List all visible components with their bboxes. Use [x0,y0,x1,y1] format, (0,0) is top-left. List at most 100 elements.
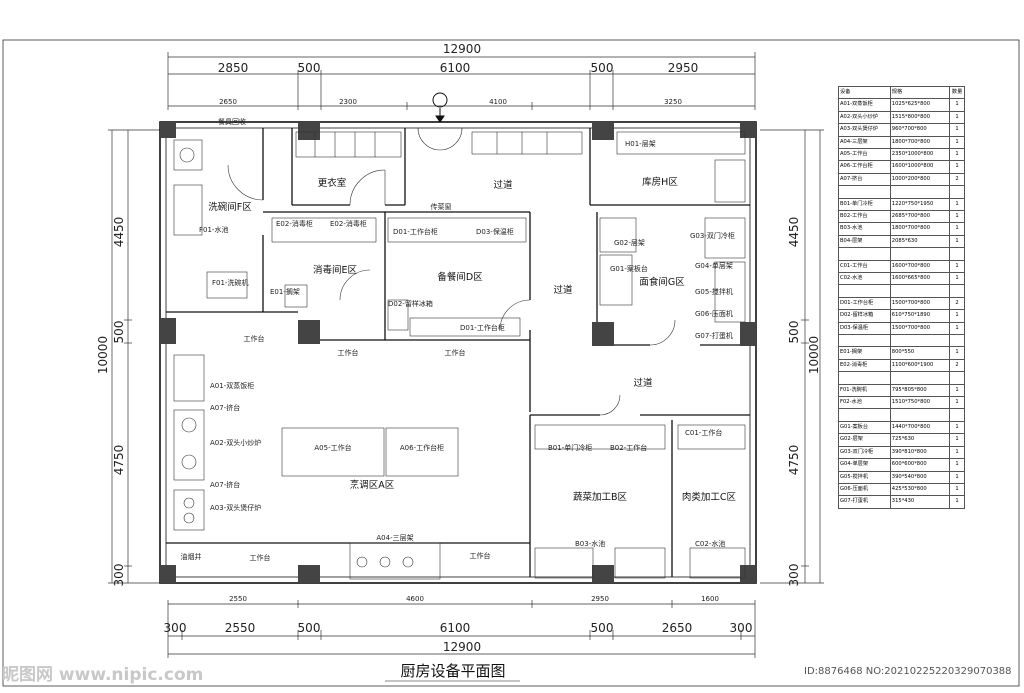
dim-top-inner-1: 2650 [219,98,237,106]
legend-cell: F01-洗碗机 [838,383,891,398]
legend-cell: 960*700*800 [889,123,951,137]
dim-left-total: 10000 [96,336,110,374]
legend-cell: 规格 [889,85,951,100]
legend-cell [949,284,965,298]
label-c02: C02-水池 [695,539,725,548]
label-d03: D03-保温柜 [476,227,514,236]
room-noodle: 面食间G区 [639,276,685,288]
legend-cell [838,371,891,385]
label-workbench-4: 工作台 [338,348,359,357]
legend-row [838,334,965,348]
legend-cell: 1100*600*1900 [889,358,951,373]
legend-cell: A03-双头煲仔炉 [838,123,891,137]
dim-top-4: 500 [591,61,614,75]
dim-top-inner-4: 3250 [664,98,682,106]
dim-bottom-1: 300 [164,621,187,635]
label-d02: D02-留样冰箱 [388,299,433,308]
dim-bottom-4: 6100 [440,621,471,635]
legend-row [838,371,965,385]
legend-cell: 1515*800*800 [889,110,951,125]
legend-cell: B03-水池 [838,222,891,236]
label-f01: F01-水池 [199,225,228,234]
legend-cell: E01-搁架 [838,346,891,360]
legend-cell: 425*530*800 [889,482,951,497]
legend-cell: 800*550 [889,346,951,360]
drawing-frame [2,39,1020,687]
label-g01: G01-案板台 [610,264,648,273]
dim-right-2: 500 [787,321,801,344]
dim-top-1: 2850 [218,61,249,75]
legend-cell [949,334,965,348]
label-g04: G04-单层架 [695,261,733,270]
dim-left-4: 300 [112,564,126,587]
label-a01: A01-双蒸饭柜 [210,381,254,390]
dim-right-total: 10000 [807,336,821,374]
legend-cell: 390*540*800 [889,470,951,484]
dim-top-inner-3: 4100 [489,98,507,106]
right-dimensions [760,129,824,584]
label-b03: B03-水池 [575,539,605,548]
legend-cell: 610*750*1890 [889,309,951,323]
dim-bottom-2: 2550 [225,621,256,635]
legend-cell: 725*630 [889,433,951,447]
room-prep: 备餐间D区 [437,271,483,283]
dim-left-3: 4750 [112,445,126,476]
legend-cell: 2 [949,296,965,311]
label-d01: D01-工作台柜 [393,227,438,236]
legend-cell: 1510*750*800 [889,396,951,410]
legend-cell: B01-单门冷柜 [838,197,891,212]
dim-top-5: 2950 [668,61,699,75]
legend-cell: 2 [949,172,965,187]
legend-cell: C01-工作台 [838,259,891,274]
label-a05: A05-工作台 [314,443,351,452]
legend-cell: 2085*630 [889,234,951,249]
dim-bottom-6: 2650 [662,621,693,635]
legend-cell: 2350*1000*800 [889,148,951,162]
dim-bottom-3: 500 [298,621,321,635]
legend-cell: 1 [949,482,965,497]
legend-cell: 1 [949,495,965,509]
legend-cell: 1 [949,148,965,162]
dim-right-1: 4450 [787,217,801,248]
legend-cell: G04-单层架 [838,458,891,472]
label-f02: F01-洗碗机 [212,278,248,287]
top-dimensions [167,52,756,110]
label-a07b: A07-挤台 [210,480,240,489]
label-g05: G05-搅拌机 [695,287,733,296]
legend-cell [889,247,951,261]
room-corridor-2: 过道 [553,284,573,296]
outer-walls [159,121,757,584]
label-dish-return: 餐具回收 [218,117,246,126]
legend-cell: 1 [949,346,965,360]
watermark: 昵图网 www.nipic.com [2,665,204,685]
legend-row [838,185,965,199]
legend-cell: 1800*700*800 [889,222,951,236]
door-swings [227,127,676,416]
legend-cell: 1 [949,160,965,174]
legend-cell: 1500*700*800 [889,321,951,336]
dim-top-2: 500 [298,61,321,75]
label-e01: E01-搁架 [270,287,300,296]
entrance-arrow-icon [432,92,448,123]
legend-cell: G05-搅拌机 [838,470,891,484]
legend-cell: 1 [949,259,965,274]
legend-cell: 390*810*800 [889,445,951,460]
dim-top-inner-2: 2300 [339,98,357,106]
legend-cell: 1 [949,210,965,224]
legend-cell: F02-水池 [838,396,891,410]
label-a06: A06-工作台柜 [400,443,444,452]
label-e02b: E02-消毒柜 [330,219,367,228]
